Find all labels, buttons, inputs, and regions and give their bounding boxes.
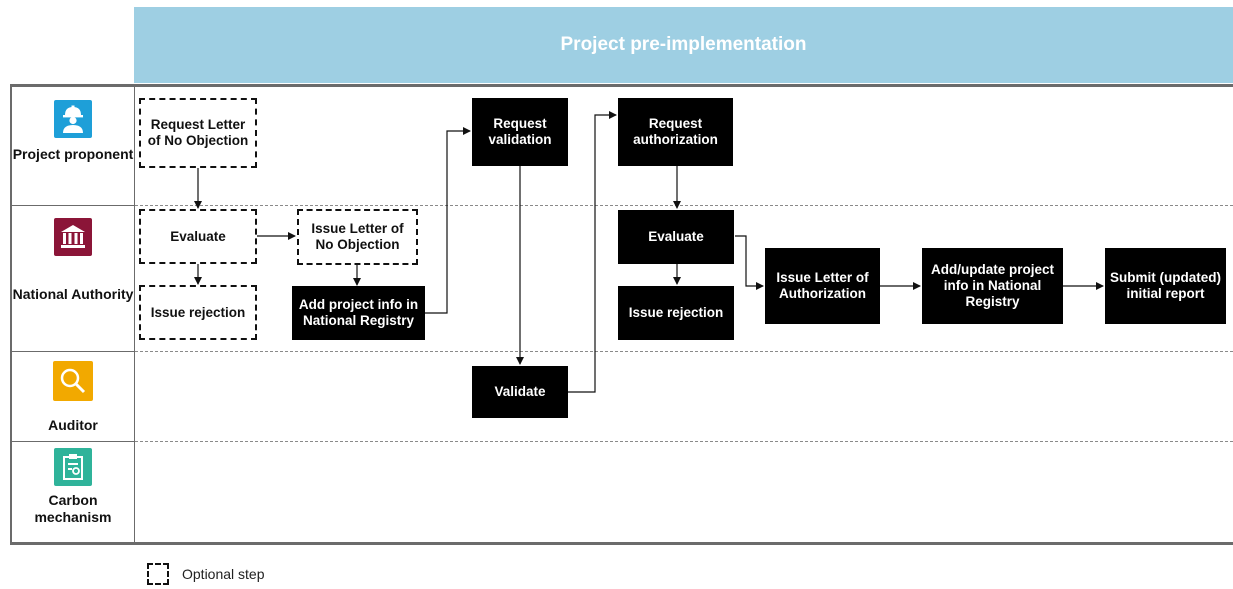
bank-building-icon xyxy=(54,218,92,256)
step-issue-rejection-authorization: Issue rejection xyxy=(618,286,734,340)
worker-icon xyxy=(54,100,92,138)
lane-national-authority: National Authority xyxy=(12,218,134,303)
lane-auditor: Auditor xyxy=(12,361,134,434)
legend-optional-step-swatch xyxy=(147,563,169,585)
lane-carbon-mechanism: Carbon mechanism xyxy=(12,448,134,526)
lane-separator xyxy=(12,441,134,442)
frame-top-border xyxy=(10,84,1233,87)
lane-separator-dashed xyxy=(135,205,1233,206)
frame-bottom-border xyxy=(10,542,1233,545)
magnifier-icon xyxy=(53,361,93,401)
frame-left-border xyxy=(10,84,12,545)
flow-arrow xyxy=(568,111,617,393)
lane-label: National Authority xyxy=(12,286,134,302)
lane-project-proponent: Project proponent xyxy=(12,100,134,163)
step-issue-letter-authorization: Issue Letter of Authorization xyxy=(765,248,880,324)
lane-label: Carbon mechanism xyxy=(34,492,112,525)
step-submit-initial-report: Submit (updated) initial report xyxy=(1105,248,1226,324)
phase-title: Project pre-implementation xyxy=(560,34,807,55)
step-request-letter-no-objection: Request Letter of No Objection xyxy=(139,98,257,168)
step-issue-letter-no-objection: Issue Letter of No Objection xyxy=(297,209,418,265)
clipboard-certificate-icon xyxy=(54,448,92,486)
step-evaluate: Evaluate xyxy=(139,209,257,264)
lane-label-divider xyxy=(134,86,135,543)
phase-header: Project pre-implementation xyxy=(134,7,1233,83)
lane-separator-dashed xyxy=(135,441,1233,442)
step-request-authorization: Request authorization xyxy=(618,98,733,166)
step-validate: Validate xyxy=(472,366,568,418)
flow-arrow xyxy=(425,127,471,314)
lane-label: Project proponent xyxy=(12,146,134,162)
step-add-project-info-registry: Add project info in National Registry xyxy=(292,286,425,340)
legend-optional-step-label: Optional step xyxy=(182,566,265,582)
step-evaluate-authorization: Evaluate xyxy=(618,210,734,264)
lane-separator xyxy=(12,205,134,206)
lane-separator-dashed xyxy=(135,351,1233,352)
step-add-update-project-info: Add/update project info in National Regi… xyxy=(922,248,1063,324)
lane-separator xyxy=(12,351,134,352)
lane-label: Auditor xyxy=(48,417,98,433)
step-issue-rejection: Issue rejection xyxy=(139,285,257,340)
flow-arrow xyxy=(735,235,764,290)
step-request-validation: Request validation xyxy=(472,98,568,166)
